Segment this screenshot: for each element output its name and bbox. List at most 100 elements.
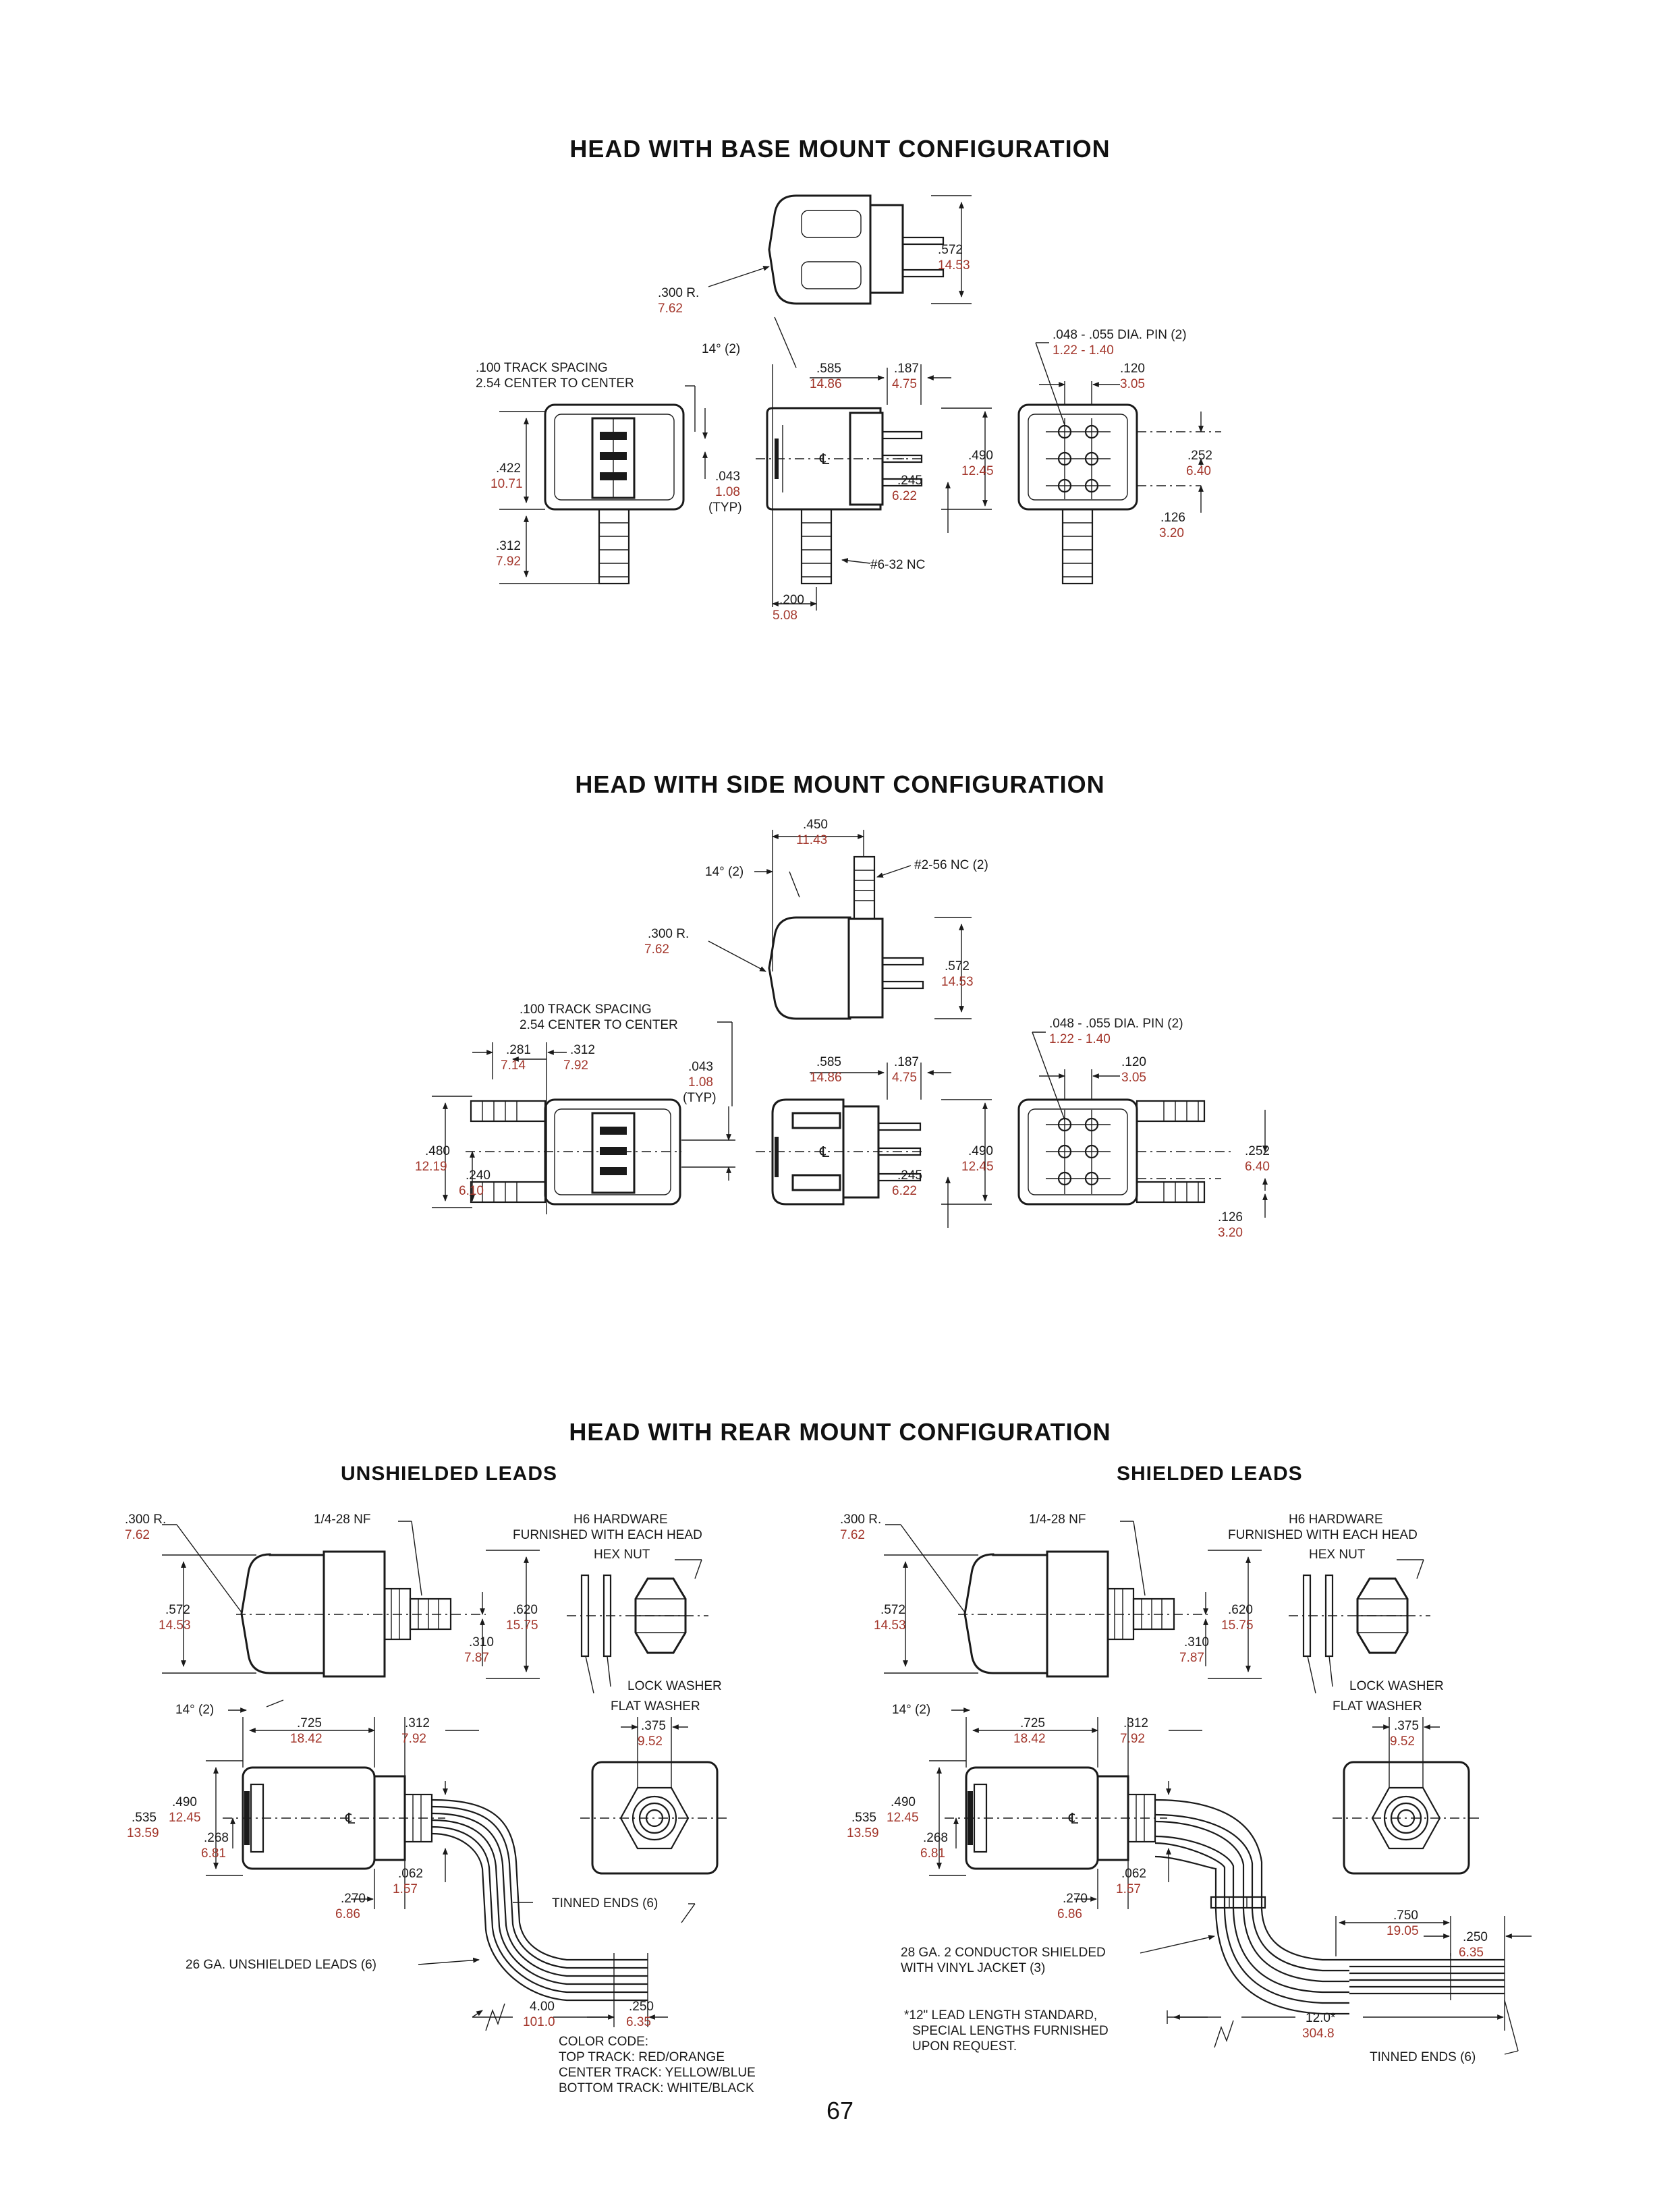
side-126-in: .126 bbox=[1218, 1210, 1243, 1224]
rs-062-in: .062 bbox=[1121, 1867, 1146, 1881]
side-490-mm: 12.45 bbox=[961, 1160, 994, 1174]
unshielded-leads-subtitle: UNSHIELDED LEADS bbox=[341, 1463, 558, 1485]
base-187-in: .187 bbox=[894, 362, 919, 376]
base-490-mm: 12.45 bbox=[961, 464, 994, 478]
base-187-mm: 4.75 bbox=[892, 377, 917, 391]
ru-062-in: .062 bbox=[398, 1867, 423, 1881]
base-422-mm: 10.71 bbox=[491, 477, 523, 491]
rs-hexnut: HEX NUT bbox=[1309, 1548, 1366, 1562]
ru-leads: 26 GA. UNSHIELDED LEADS (6) bbox=[186, 1958, 376, 1972]
rs-750-mm: 19.05 bbox=[1387, 1924, 1419, 1938]
ru-312-mm: 7.92 bbox=[401, 1732, 426, 1746]
rear-shielded-labels: .300 R. 7.62 1/4-28 NF H6 HARDWARE FURNI… bbox=[840, 1513, 1488, 2064]
ru-cc4: BOTTOM TRACK: WHITE/BLACK bbox=[559, 2081, 754, 2095]
ru-hexnut: HEX NUT bbox=[594, 1548, 650, 1562]
rs-270-in: .270 bbox=[1063, 1892, 1088, 1906]
side-240-mm: 6.10 bbox=[459, 1184, 484, 1198]
base-043-mm: 1.08 bbox=[715, 485, 740, 499]
base-252-in: .252 bbox=[1187, 449, 1212, 463]
side-187-in: .187 bbox=[894, 1055, 919, 1069]
ru-268-mm: 6.81 bbox=[201, 1846, 226, 1861]
rs-268-in: .268 bbox=[923, 1831, 948, 1845]
base-typ: (TYP) bbox=[708, 501, 742, 515]
base-043-in: .043 bbox=[715, 470, 740, 484]
base-radius-mm: 7.62 bbox=[658, 302, 683, 316]
svg-text:℄: ℄ bbox=[1068, 1810, 1079, 1827]
side-312-in: .312 bbox=[570, 1043, 595, 1057]
ru-flatwasher: FLAT WASHER bbox=[611, 1699, 700, 1714]
base-200-in: .200 bbox=[779, 593, 804, 607]
rs-radius-mm: 7.62 bbox=[840, 1528, 865, 1542]
side-043-mm: 1.08 bbox=[688, 1075, 713, 1090]
rs-tinned: TINNED ENDS (6) bbox=[1370, 2050, 1476, 2064]
rear-unshielded-drawing: ℄ bbox=[162, 1521, 729, 2031]
side-480-mm: 12.19 bbox=[415, 1160, 447, 1174]
ru-270-mm: 6.86 bbox=[335, 1907, 360, 1921]
rs-shield2: WITH VINYL JACKET (3) bbox=[901, 1961, 1045, 1975]
base-120-in: .120 bbox=[1120, 362, 1145, 376]
base-312-mm: 7.92 bbox=[496, 555, 521, 569]
ru-572-in: .572 bbox=[165, 1603, 190, 1617]
ru-310-mm: 7.87 bbox=[464, 1651, 489, 1665]
ru-535-mm: 13.59 bbox=[127, 1826, 159, 1840]
rs-062-mm: 1.57 bbox=[1116, 1882, 1141, 1896]
rs-310-in: .310 bbox=[1184, 1635, 1209, 1649]
side-angle: 14° (2) bbox=[705, 865, 744, 879]
rs-hw1: H6 HARDWARE bbox=[1289, 1513, 1383, 1527]
ru-thread: 1/4-28 NF bbox=[314, 1513, 370, 1527]
ru-hw2: FURNISHED WITH EACH HEAD bbox=[513, 1528, 702, 1542]
rs-572-in: .572 bbox=[880, 1603, 905, 1617]
side-245-mm: 6.22 bbox=[892, 1184, 917, 1198]
rs-620-mm: 15.75 bbox=[1221, 1618, 1254, 1633]
side-screw: #2-56 NC (2) bbox=[914, 858, 988, 872]
base-245-mm: 6.22 bbox=[892, 489, 917, 503]
side-281-in: .281 bbox=[506, 1043, 531, 1057]
ru-250-in: .250 bbox=[629, 2000, 654, 2014]
ru-radius-mm: 7.62 bbox=[125, 1528, 150, 1542]
rear-mount-title: HEAD WITH REAR MOUNT CONFIGURATION bbox=[569, 1418, 1111, 1446]
side-mount-drawing: ℄ bbox=[432, 830, 1268, 1228]
rear-unshielded-labels: .300 R. 7.62 1/4-28 NF H6 HARDWARE FURNI… bbox=[125, 1513, 756, 2095]
ru-tinned: TINNED ENDS (6) bbox=[552, 1896, 658, 1911]
rs-620-in: .620 bbox=[1228, 1603, 1253, 1617]
side-585-in: .585 bbox=[816, 1055, 841, 1069]
ru-cc2: TOP TRACK: RED/ORANGE bbox=[559, 2050, 725, 2064]
ru-375-in: .375 bbox=[641, 1719, 666, 1733]
rear-shielded-drawing: ℄ bbox=[884, 1521, 1532, 2055]
rs-flatwasher: FLAT WASHER bbox=[1333, 1699, 1422, 1714]
rs-shield1: 28 GA. 2 CONDUCTOR SHIELDED bbox=[901, 1946, 1106, 1960]
side-490-in: .490 bbox=[968, 1144, 993, 1158]
side-track-in: .100 TRACK SPACING bbox=[520, 1002, 652, 1017]
rs-310-mm: 7.87 bbox=[1179, 1651, 1204, 1665]
side-pin-mm: 1.22 - 1.40 bbox=[1049, 1032, 1111, 1046]
base-mount-drawing: ℄ bbox=[499, 194, 1221, 611]
rs-angle: 14° (2) bbox=[892, 1703, 930, 1717]
base-490-in: .490 bbox=[968, 449, 993, 463]
base-mount-title: HEAD WITH BASE MOUNT CONFIGURATION bbox=[569, 135, 1111, 163]
rs-250-mm: 6.35 bbox=[1459, 1946, 1484, 1960]
rs-note2: SPECIAL LENGTHS FURNISHED bbox=[912, 2024, 1109, 2038]
base-126-in: .126 bbox=[1160, 511, 1185, 525]
side-126-mm: 3.20 bbox=[1218, 1226, 1243, 1240]
side-572-mm: 14.53 bbox=[941, 975, 974, 989]
base-track-mm: 2.54 CENTER TO CENTER bbox=[476, 376, 634, 391]
rs-250-in: .250 bbox=[1463, 1930, 1488, 1944]
rs-535-mm: 13.59 bbox=[847, 1826, 879, 1840]
rs-120-mm: 304.8 bbox=[1302, 2027, 1335, 2041]
side-252-mm: 6.40 bbox=[1245, 1160, 1270, 1174]
base-screw: #6-32 NC bbox=[870, 558, 925, 572]
rs-lockwasher: LOCK WASHER bbox=[1349, 1679, 1444, 1693]
ru-375-mm: 9.52 bbox=[638, 1734, 663, 1749]
side-312-mm: 7.92 bbox=[563, 1058, 588, 1073]
base-572-mm: 14.53 bbox=[938, 258, 970, 273]
rs-note1: *12" LEAD LENGTH STANDARD, bbox=[904, 2008, 1097, 2023]
ru-620-in: .620 bbox=[513, 1603, 538, 1617]
ru-cc1: COLOR CODE: bbox=[559, 2035, 648, 2049]
rs-725-in: .725 bbox=[1020, 1716, 1045, 1730]
base-585-in: .585 bbox=[816, 362, 841, 376]
svg-text:℄: ℄ bbox=[345, 1810, 356, 1827]
page-number: 67 bbox=[826, 2097, 854, 2124]
rs-120-in: 12.0* bbox=[1306, 2011, 1336, 2025]
side-043-in: .043 bbox=[688, 1060, 713, 1074]
